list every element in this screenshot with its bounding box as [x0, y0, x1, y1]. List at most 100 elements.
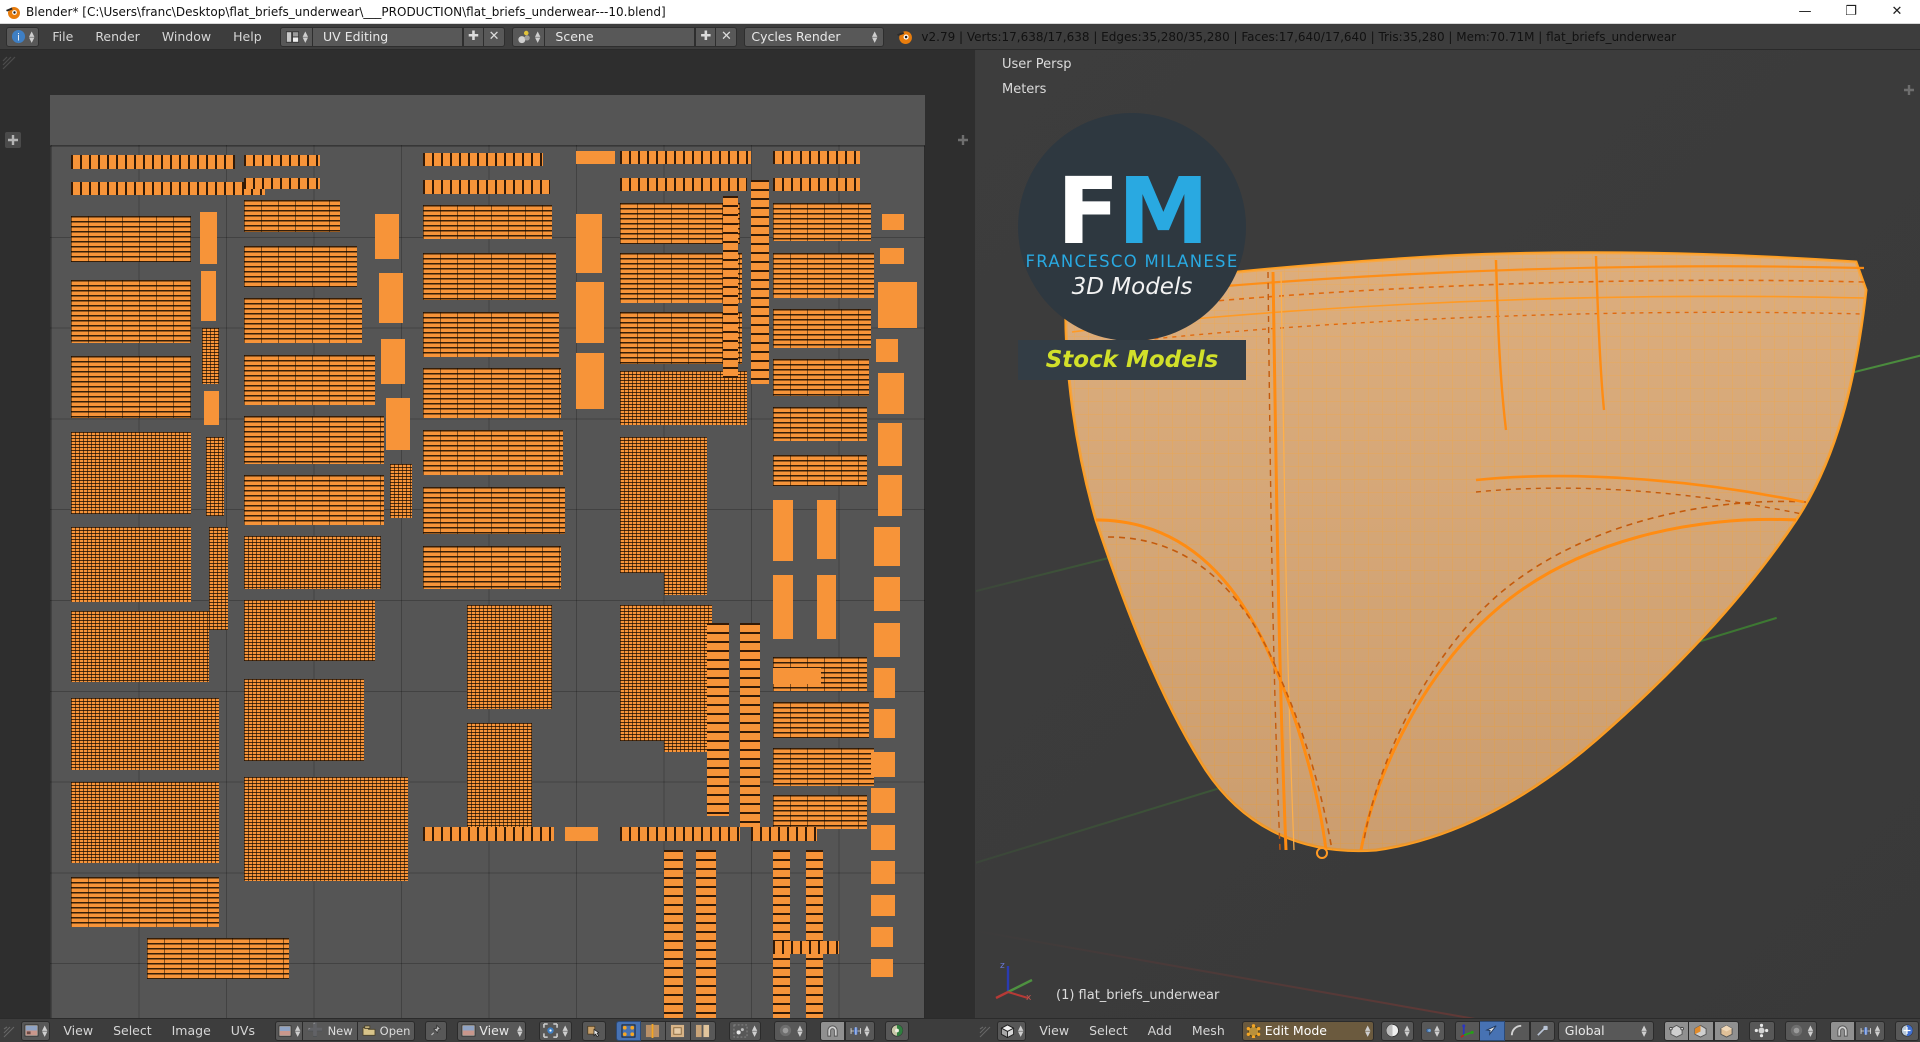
uv-island[interactable]	[206, 436, 224, 516]
uv-island[interactable]	[871, 895, 896, 916]
open-image-button[interactable]: Open	[357, 1020, 416, 1041]
menu-file[interactable]: File	[52, 29, 74, 44]
uv-island[interactable]	[619, 311, 743, 364]
n-panel-expand-icon[interactable]	[955, 132, 971, 148]
uv-island[interactable]	[565, 827, 598, 841]
uv-snap-group[interactable]: ▲▼	[819, 1020, 875, 1041]
uv-island[interactable]	[871, 958, 894, 977]
uv-island[interactable]	[200, 270, 217, 321]
rotate-manipulator-icon[interactable]	[1504, 1020, 1530, 1041]
sticky-selection-dropdown[interactable]: ▲▼	[728, 1020, 762, 1041]
manipulator-toggle-icon[interactable]	[1454, 1020, 1480, 1041]
uv-menu-image[interactable]: Image	[171, 1023, 211, 1038]
uv-island-select-icon[interactable]	[690, 1020, 716, 1041]
snap-magnet-icon-3d[interactable]	[1830, 1020, 1856, 1041]
overlays-icon[interactable]: ▲▼	[1420, 1020, 1445, 1041]
uv-island[interactable]	[70, 432, 191, 514]
uv-island[interactable]	[873, 668, 896, 698]
v3d-menu-add[interactable]: Add	[1147, 1023, 1172, 1038]
uv-island[interactable]	[663, 849, 684, 1020]
uv-island[interactable]	[466, 722, 533, 837]
uv-island[interactable]	[381, 338, 406, 385]
uv-island[interactable]	[243, 416, 384, 464]
uv-island[interactable]	[751, 827, 817, 841]
close-button[interactable]: ✕	[1891, 4, 1903, 19]
uv-island[interactable]	[877, 282, 918, 328]
v3d-menu-view[interactable]: View	[1039, 1023, 1070, 1038]
uv-island[interactable]	[70, 182, 266, 195]
uv-island[interactable]	[707, 622, 730, 816]
new-image-button[interactable]: ➕ New	[303, 1020, 358, 1041]
info-editor-type-button[interactable]: i ▲▼	[6, 26, 40, 47]
uv-island[interactable]	[772, 252, 874, 299]
v3d-menu-select[interactable]: Select	[1089, 1023, 1128, 1038]
uv-island[interactable]	[873, 622, 900, 657]
view3d-editor-type-button[interactable]: ▲▼	[997, 1020, 1027, 1041]
uv-island[interactable]	[772, 500, 793, 562]
uv-island[interactable]	[877, 422, 902, 467]
uv-island[interactable]	[70, 355, 191, 419]
uv-island[interactable]	[871, 926, 894, 948]
remove-scene-button[interactable]: ✕	[716, 26, 738, 47]
face-select-icon[interactable]	[1713, 1020, 1739, 1041]
uv-island[interactable]	[208, 527, 229, 630]
uv-island[interactable]	[70, 697, 220, 771]
uv-island[interactable]	[243, 177, 321, 190]
uv-island[interactable]	[619, 604, 666, 741]
3d-viewport[interactable]: FM FRANCESCO MILANESE 3D Models Stock Mo…	[976, 50, 1920, 1018]
uv-image-editor[interactable]	[0, 50, 975, 1020]
uv-island[interactable]	[772, 177, 861, 192]
translate-manipulator-icon[interactable]	[1479, 1020, 1505, 1041]
uv-island[interactable]	[70, 876, 220, 927]
screen-layout-icon-button[interactable]: ▲▼	[279, 26, 314, 47]
v3d-snap-group[interactable]: ▲▼	[1830, 1020, 1886, 1041]
interaction-mode-dropdown[interactable]: Edit Mode ▲▼	[1241, 1020, 1375, 1041]
add-screen-layout-button[interactable]: ✚	[463, 26, 485, 47]
add-scene-button[interactable]: ✚	[695, 26, 717, 47]
uv-island[interactable]	[243, 536, 382, 589]
uv-island[interactable]	[696, 849, 716, 1020]
uv-island[interactable]	[772, 309, 872, 349]
uv-island[interactable]	[199, 211, 218, 265]
uv-island[interactable]	[805, 849, 824, 1020]
transform-orientation-dropdown[interactable]: Global ▲▼	[1557, 1020, 1654, 1041]
uv-island[interactable]	[422, 252, 557, 301]
uv-editor-type-button[interactable]: ▲▼	[21, 1020, 51, 1041]
pivot-median-icon[interactable]	[1748, 1020, 1775, 1041]
uv-island[interactable]	[722, 195, 738, 378]
uv-island[interactable]	[576, 214, 603, 274]
image-datablock-group[interactable]: ▲▼ ➕ New Open	[275, 1020, 416, 1041]
uv-island[interactable]	[772, 150, 861, 165]
uv-island[interactable]	[243, 679, 364, 762]
scale-manipulator-icon[interactable]	[1529, 1020, 1555, 1041]
uv-island[interactable]	[243, 245, 358, 287]
uv-island[interactable]	[663, 436, 708, 596]
uv-island[interactable]	[619, 202, 741, 244]
uv-island[interactable]	[772, 702, 870, 739]
uv-island[interactable]	[772, 359, 870, 396]
screen-layout-value[interactable]: UV Editing	[313, 26, 464, 47]
uv-island[interactable]	[740, 622, 760, 827]
uv-canvas[interactable]	[50, 95, 925, 1020]
uv-island[interactable]	[70, 155, 235, 169]
uv-island[interactable]	[201, 327, 220, 385]
uv-island[interactable]	[70, 611, 209, 682]
uv-island[interactable]	[243, 777, 408, 882]
uv-island[interactable]	[374, 214, 399, 260]
uv-island[interactable]	[772, 795, 867, 830]
uv-island[interactable]	[70, 781, 220, 864]
uv-face-select-icon[interactable]	[665, 1020, 691, 1041]
v3d-proportional-dropdown[interactable]: ▲▼	[1784, 1020, 1818, 1041]
uv-island[interactable]	[466, 604, 552, 709]
uv-island[interactable]	[772, 454, 867, 487]
uv-island[interactable]	[663, 604, 712, 753]
uv-island[interactable]	[422, 205, 552, 240]
remove-screen-layout-button[interactable]: ✕	[484, 26, 506, 47]
uv-island[interactable]	[204, 391, 220, 426]
viewport-shading-dropdown[interactable]: ▲▼	[1381, 1020, 1414, 1041]
uv-snap-cursor-icon[interactable]	[581, 1020, 606, 1041]
uv-menu-uvs[interactable]: UVs	[230, 1023, 255, 1038]
uv-island[interactable]	[816, 575, 837, 639]
uv-island[interactable]	[422, 311, 559, 358]
n-panel-expand-icon-3d[interactable]	[1901, 82, 1917, 98]
